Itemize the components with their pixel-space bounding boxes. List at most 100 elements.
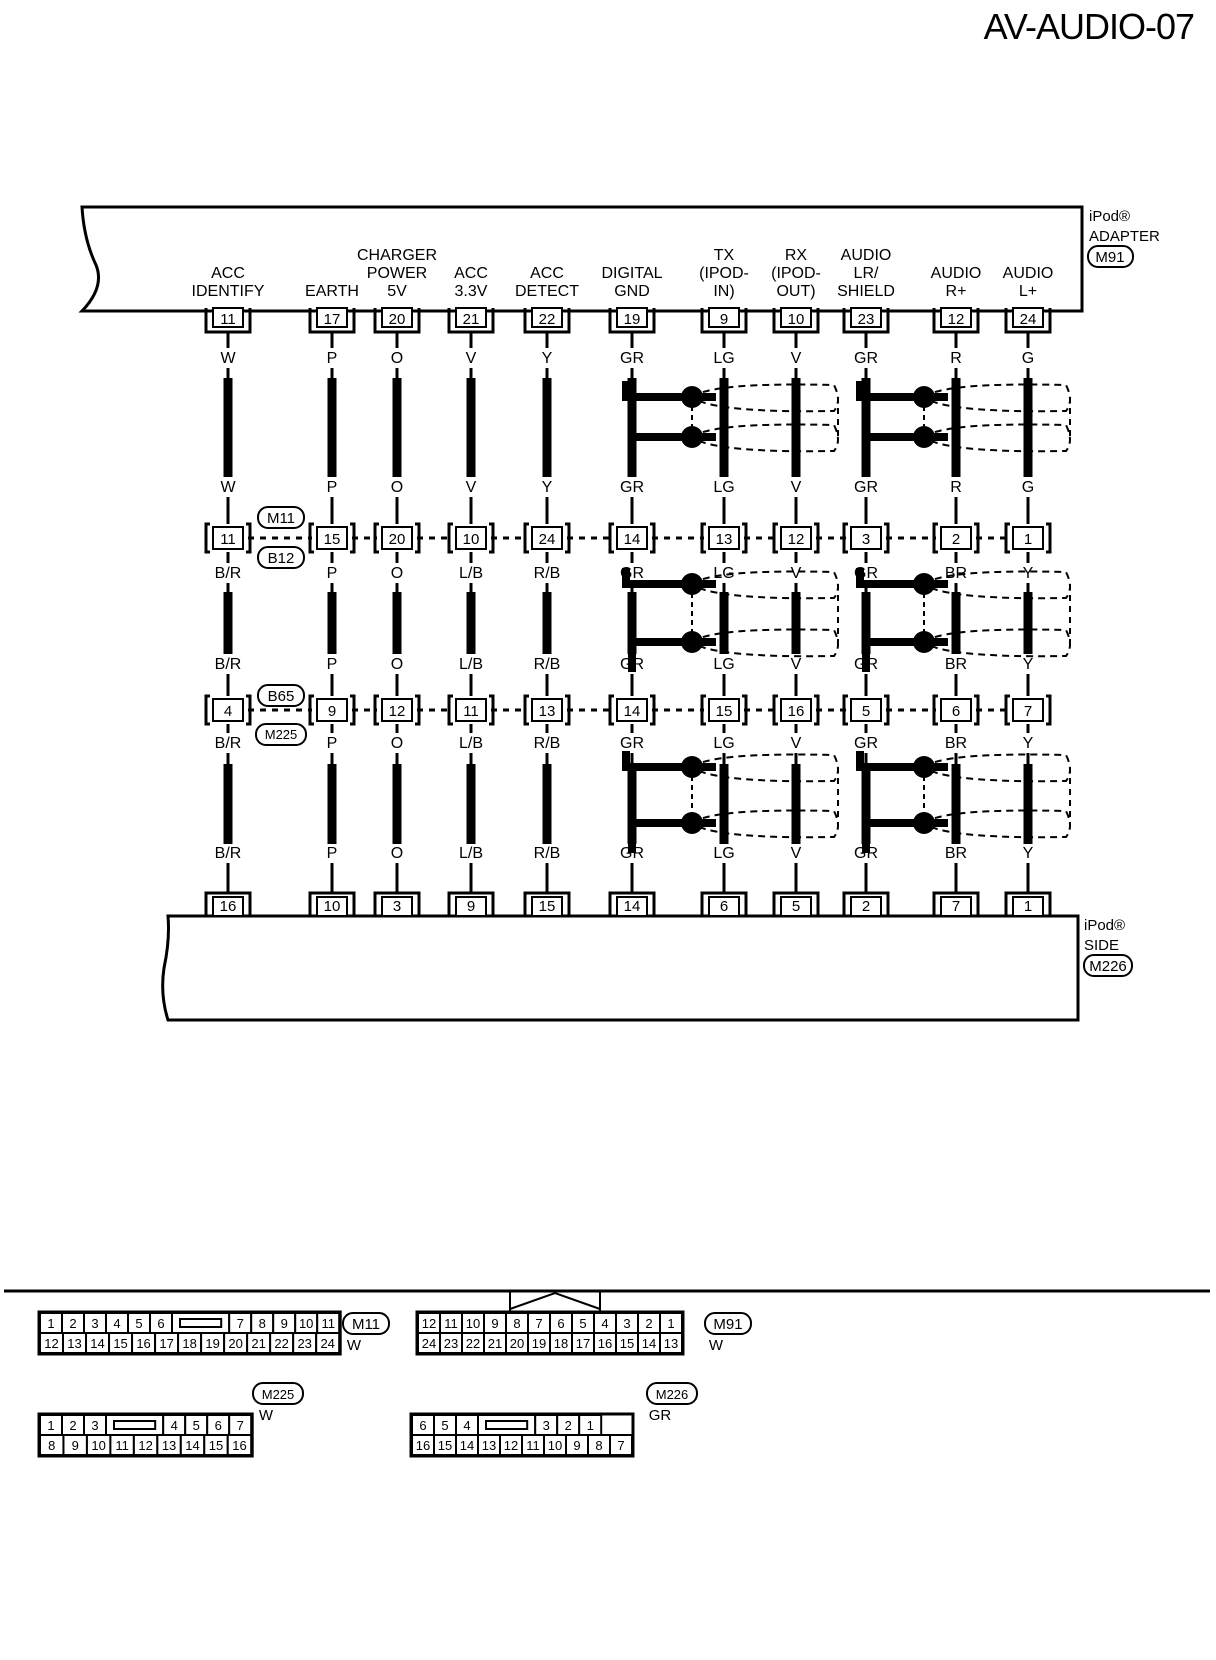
- shield-group: [856, 381, 1071, 467]
- wire-color-label: R/B: [534, 656, 561, 673]
- ipod-side-box: [161, 914, 1080, 1022]
- wire-color-label: GR: [620, 565, 644, 582]
- wire-color-label: O: [391, 479, 403, 496]
- cavity-number: 24: [422, 1336, 436, 1351]
- key-slot: [485, 1420, 529, 1430]
- cavity-number: 17: [159, 1336, 173, 1351]
- top-pin-2: 17: [308, 307, 356, 334]
- cavity-number: 16: [136, 1336, 150, 1351]
- junction-b-pin-number: 9: [328, 703, 336, 720]
- wire-color-label: V: [791, 735, 802, 752]
- cavity-number: 4: [171, 1418, 178, 1433]
- wire-color-label: B/R: [215, 565, 242, 582]
- top-pin-4: 21: [447, 307, 495, 334]
- wire-color-label: V: [466, 479, 477, 496]
- junction-b-pin-9: 5: [842, 694, 890, 726]
- junction-b-pin-number: 14: [624, 703, 641, 720]
- wire-color-label: O: [391, 350, 403, 367]
- wire-color-label: LG: [713, 656, 734, 673]
- cavity-number: 10: [466, 1316, 480, 1331]
- wire-color-label: Y: [1023, 656, 1034, 673]
- junction-a-pin-8: 12: [772, 522, 820, 554]
- top-pin-8: 10: [772, 307, 820, 334]
- junction-1-bottom-code: B12: [268, 550, 295, 567]
- wire-color-label: GR: [620, 479, 644, 496]
- junction-a-pin-number: 15: [324, 531, 341, 548]
- junction-b-pin-number: 6: [952, 703, 960, 720]
- top-pin-3: 20: [373, 307, 421, 334]
- function-label: L+: [1019, 283, 1037, 300]
- cavity-number: 6: [557, 1316, 564, 1331]
- junction-b-pin-number: 13: [539, 703, 556, 720]
- cavity-number: 1: [587, 1418, 594, 1433]
- wire-color-label: GR: [854, 350, 878, 367]
- junction-b-pin-11: 7: [1004, 694, 1052, 726]
- junction-2-top-code: B65: [268, 688, 295, 705]
- wire-color-label: GR: [854, 565, 878, 582]
- top-pin-7: 9: [700, 307, 748, 334]
- function-label: (IPOD-: [699, 265, 749, 282]
- ipod-adapter-name-2: ADAPTER: [1089, 228, 1160, 245]
- function-label: OUT): [776, 283, 815, 300]
- wire-color-label: P: [327, 479, 338, 496]
- junction-a-pin-7: 13: [700, 522, 748, 554]
- bottom-pin-number: 14: [624, 898, 641, 915]
- junction-a-pin-6: 14: [608, 522, 656, 554]
- cavity-number: 2: [69, 1316, 76, 1331]
- wire-color-label: R/B: [534, 845, 561, 862]
- cavity-number: 11: [321, 1316, 335, 1331]
- cavity-number: 10: [299, 1316, 313, 1331]
- wire-color-label: L/B: [459, 565, 483, 582]
- wire-color-label: Y: [1023, 735, 1034, 752]
- function-label: AUDIO: [931, 265, 982, 282]
- cavity-number: 8: [595, 1438, 602, 1453]
- cavity-number: 6: [419, 1418, 426, 1433]
- junction-b-pin-number: 12: [389, 703, 406, 720]
- cavity-number: 9: [573, 1438, 580, 1453]
- wire-color-label: O: [391, 845, 403, 862]
- cavity-number: 22: [274, 1336, 288, 1351]
- junction-b-pin-3: 12: [373, 694, 421, 726]
- shield-group: [856, 751, 1071, 853]
- junction-1-labels: M11 B12: [257, 506, 305, 569]
- junction-a-pin-number: 11: [220, 531, 236, 548]
- wire-color-labels: WWB/RB/RB/RB/RPPPPPPOOOOOOVVL/BL/BL/BL/B…: [215, 350, 1035, 862]
- wire-color-label: V: [791, 845, 802, 862]
- cavity-number: 8: [48, 1438, 55, 1453]
- connector-code: M225: [262, 1387, 295, 1402]
- bottom-pin-8: 5: [772, 891, 820, 917]
- wire-color-label: GR: [854, 479, 878, 496]
- junction-b-pin-7: 15: [700, 694, 748, 726]
- wire-color-label: G: [1022, 479, 1034, 496]
- wire-color-label: O: [391, 656, 403, 673]
- cavity-number: 16: [232, 1438, 246, 1453]
- junction-a-pin-number: 24: [539, 531, 556, 548]
- cavity-number: 8: [513, 1316, 520, 1331]
- wire-color-label: GR: [620, 656, 644, 673]
- junction-b-pin-10: 6: [932, 694, 980, 726]
- cavity-number: 9: [281, 1316, 288, 1331]
- top-pin-number: 17: [324, 311, 341, 328]
- cavity-number: 4: [113, 1316, 120, 1331]
- top-pin-number: 24: [1020, 311, 1037, 328]
- function-label: GND: [614, 283, 650, 300]
- junction-a-pin-1: 11: [204, 522, 252, 554]
- wire-color-label: BR: [945, 565, 967, 582]
- wire-color-label: V: [466, 350, 477, 367]
- cavity-number: 12: [138, 1438, 152, 1453]
- function-label: EARTH: [305, 283, 359, 300]
- shield-group: [622, 568, 839, 672]
- junction-b-pin-number: 16: [788, 703, 805, 720]
- ipod-adapter-code: M91: [1095, 249, 1124, 266]
- junction-b-pin-5: 13: [523, 694, 571, 726]
- bottom-pin-number: 2: [862, 898, 870, 915]
- cavity-number: 23: [444, 1336, 458, 1351]
- cavity-number: 9: [491, 1316, 498, 1331]
- wire-color-label: BR: [945, 845, 967, 862]
- wire-color-label: L/B: [459, 735, 483, 752]
- wire-color-label: R/B: [534, 735, 561, 752]
- top-pin-number: 19: [624, 311, 641, 328]
- junction-a-pin-number: 13: [716, 531, 733, 548]
- ipod-side-name-1: iPod®: [1084, 917, 1125, 934]
